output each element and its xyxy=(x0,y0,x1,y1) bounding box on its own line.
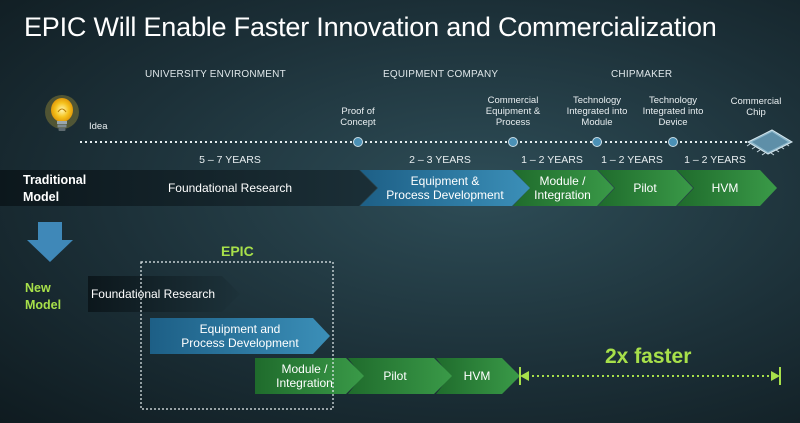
duration-hvm: 1 – 2 YEARS xyxy=(684,154,746,166)
new-stage-module xyxy=(255,358,364,394)
new-stage-equipment xyxy=(150,318,330,354)
new-label-pilot: Pilot xyxy=(383,369,407,383)
trad-label-module: Module /Integration xyxy=(534,174,591,202)
duration-research: 5 – 7 YEARS xyxy=(199,154,261,166)
duration-module: 1 – 2 YEARS xyxy=(521,154,583,166)
phase-equipment: EQUIPMENT COMPANY xyxy=(383,69,499,80)
new-label-module: Module /Integration xyxy=(276,362,333,390)
duration-pilot: 1 – 2 YEARS xyxy=(601,154,663,166)
faster-arrow xyxy=(519,367,781,385)
milestone-dot-equipment xyxy=(508,137,518,147)
duration-equipment: 2 – 3 YEARS xyxy=(409,154,471,166)
trad-label-pilot: Pilot xyxy=(633,181,657,195)
trad-label-research: Foundational Research xyxy=(167,181,293,195)
page-title: EPIC Will Enable Faster Innovation and C… xyxy=(24,12,717,42)
lightbulb-icon xyxy=(45,95,79,131)
trad-stage-hvm xyxy=(677,170,777,206)
trad-stage-pilot xyxy=(598,170,693,206)
trad-stage-module xyxy=(513,170,614,206)
trad-stage-equipment xyxy=(360,170,530,206)
new-label-hvm: HVM xyxy=(463,369,491,383)
epic-label: EPIC xyxy=(221,243,254,259)
milestone-dot-proof xyxy=(353,137,363,147)
new-stage-research xyxy=(88,276,240,312)
new-stage-hvm xyxy=(436,358,520,394)
phase-university: UNIVERSITY ENVIRONMENT xyxy=(145,69,286,80)
trad-label-equipment: Equipment &Process Development xyxy=(386,174,504,202)
trad-stage-research xyxy=(0,170,377,206)
faster-label: 2x faster xyxy=(605,345,692,368)
new-stage-pilot xyxy=(348,358,452,394)
milestone-idea: Idea xyxy=(89,121,108,132)
milestone-dot-device xyxy=(668,137,678,147)
milestone-dot-module xyxy=(592,137,602,147)
trad-label-hvm: HVM xyxy=(711,181,739,195)
down-arrow xyxy=(27,222,73,262)
new-label-research: Foundational Research xyxy=(90,287,216,301)
chip-icon xyxy=(746,129,794,156)
phase-chipmaker: CHIPMAKER xyxy=(611,69,673,80)
epic-box xyxy=(140,261,334,410)
